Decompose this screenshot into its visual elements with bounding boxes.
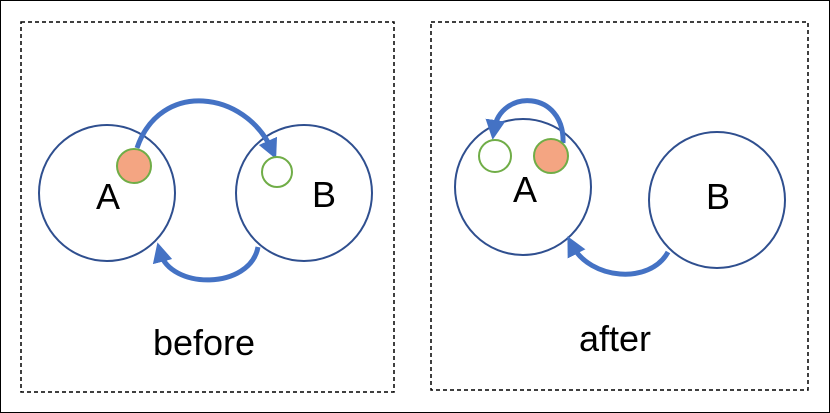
filled-token [533,138,569,174]
arrow-a-to-b [134,98,278,160]
filled-token [116,148,152,184]
arrow-b-to-a [152,242,261,283]
node-b-circle [648,131,786,269]
panel-after: A B after [430,21,809,391]
node-a-label: A [96,176,120,217]
panel-caption-before: before [153,322,255,363]
arrow-b-to-a [567,236,671,277]
arrow-self-loop [485,98,566,144]
panel-before: A B before [20,21,395,393]
node-b-label: B [312,174,336,215]
node-b-label: B [706,176,730,217]
node-a-label: A [513,169,537,210]
panel-caption-after: after [579,318,651,359]
empty-token [478,139,512,173]
empty-token [261,156,293,188]
panel-after-border [430,21,809,391]
node-b-circle [235,124,373,262]
